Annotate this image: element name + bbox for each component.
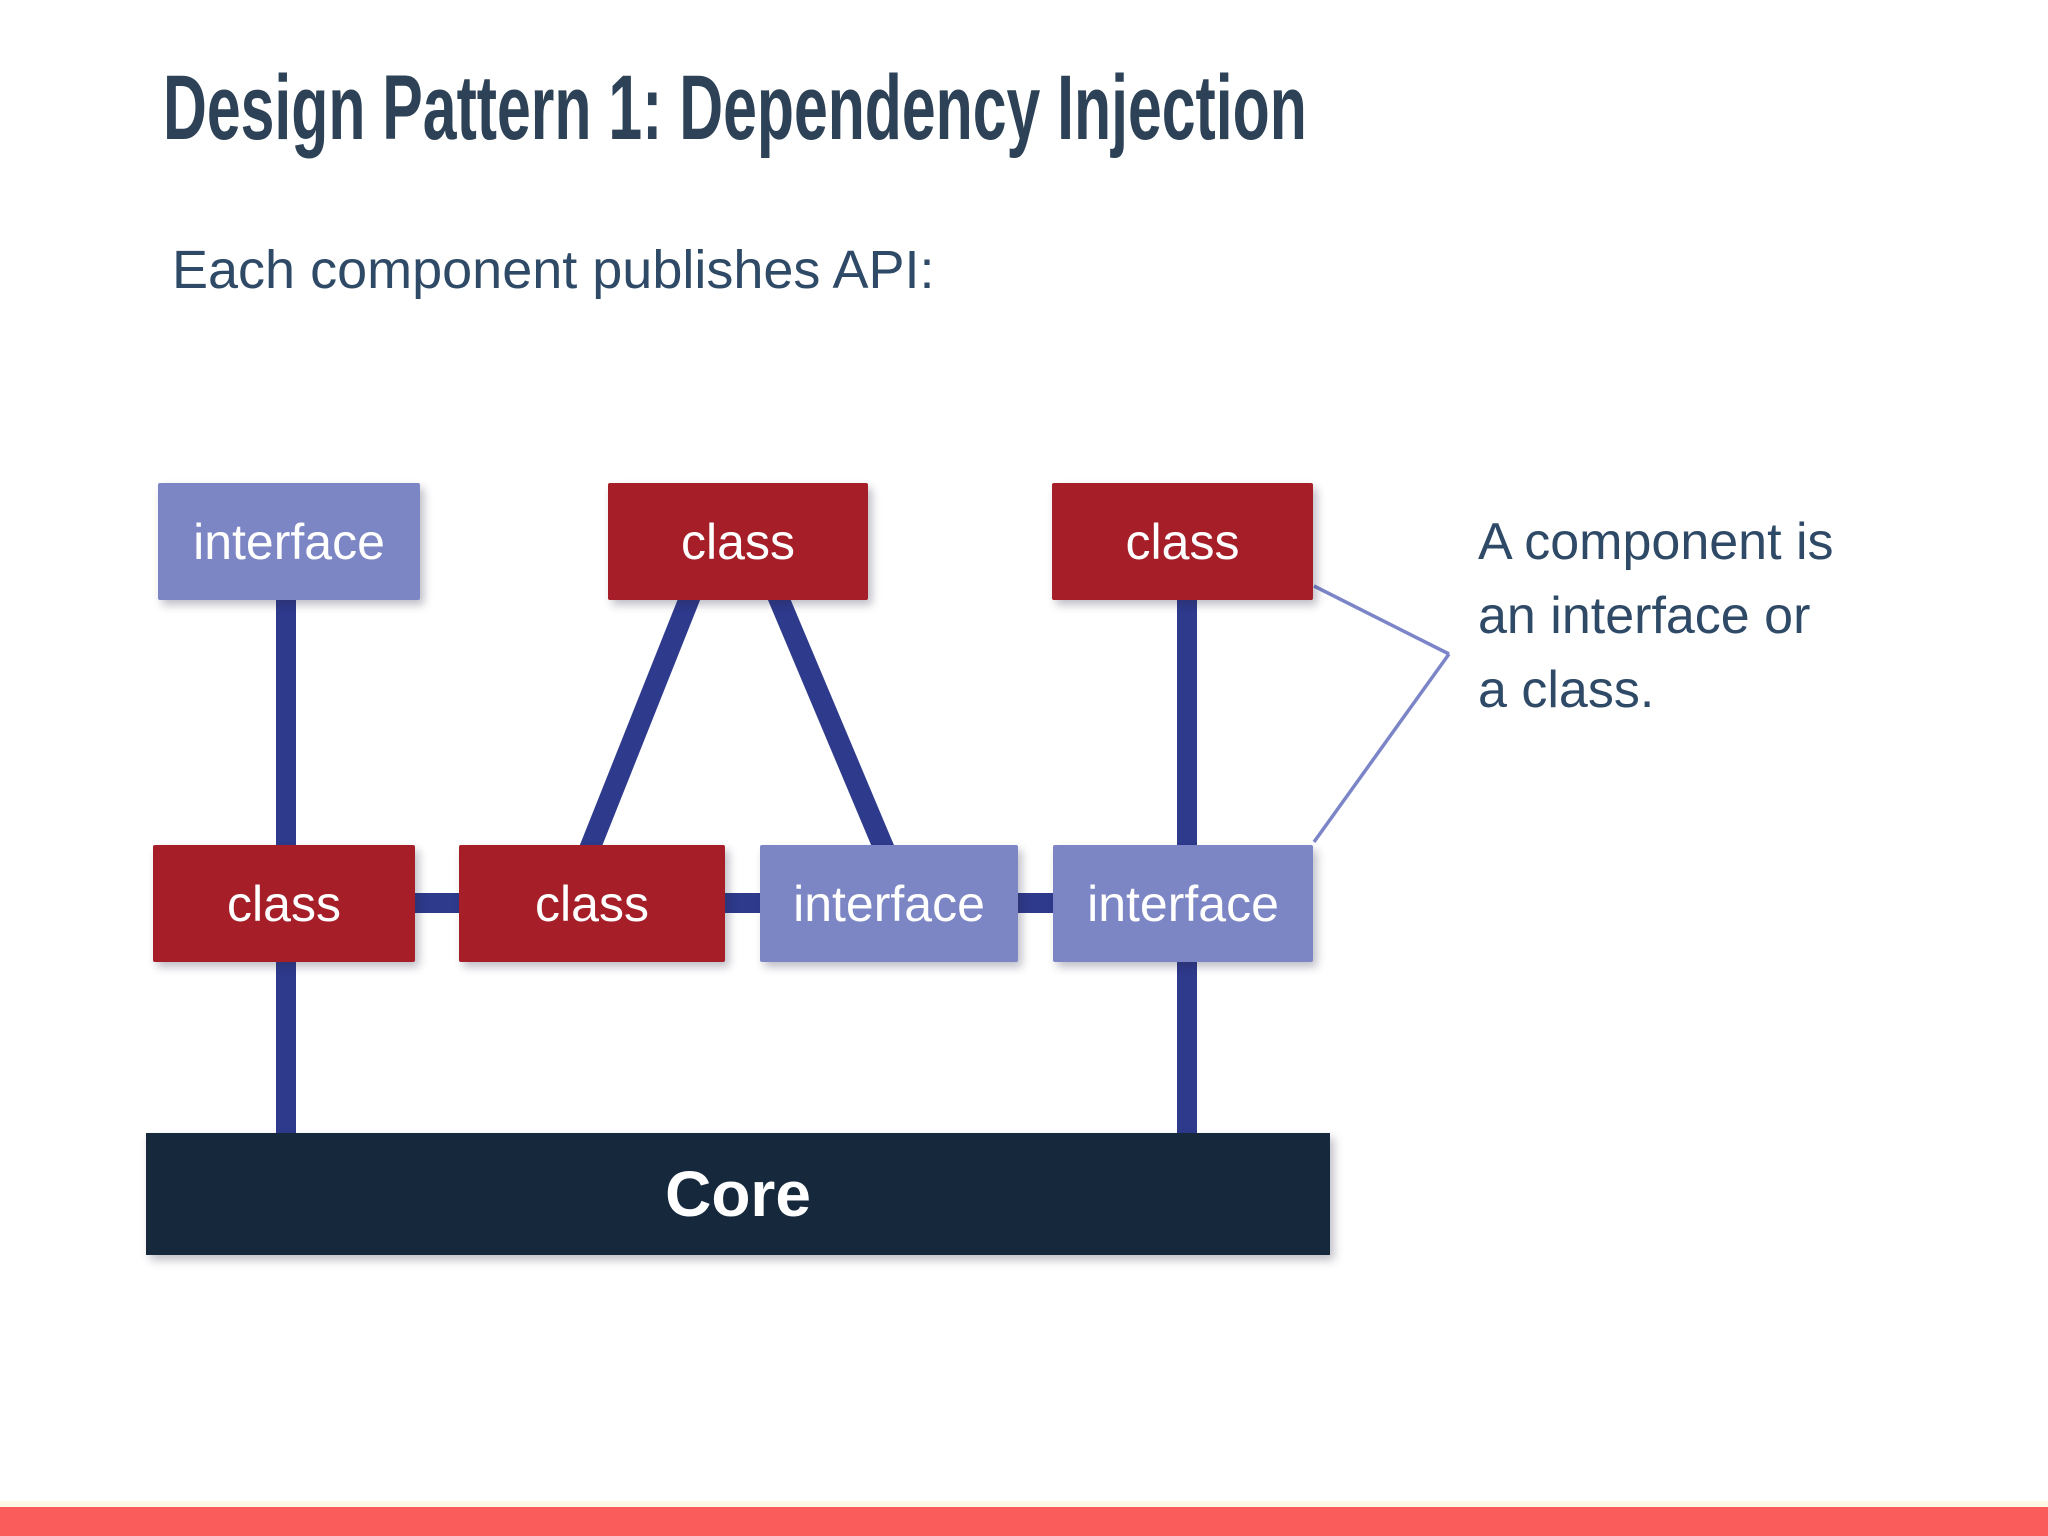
core-bar: Core: [146, 1133, 1330, 1255]
annotation-line-3: a class.: [1478, 661, 1655, 719]
node-class-mid-1: class: [153, 845, 415, 962]
slide-title: Design Pattern 1: Dependency Injection: [163, 57, 1307, 159]
connector-diagonal-right: [766, 587, 898, 863]
node-interface-top: interface: [158, 483, 420, 600]
bottom-stripe: [0, 1507, 2048, 1536]
annotation-text: A component is an interface or a class.: [1478, 505, 1834, 727]
callout-line-from-interface: [1312, 652, 1451, 844]
node-interface-mid-1: interface: [760, 845, 1018, 962]
cream-divider-line: [0, 1501, 2048, 1507]
annotation-line-1: A component is: [1478, 513, 1834, 571]
connector-diagonal-left: [576, 588, 702, 862]
slide-subtitle: Each component publishes API:: [172, 240, 935, 300]
node-class-top-right: class: [1052, 483, 1313, 600]
annotation-line-2: an interface or: [1478, 587, 1811, 645]
node-class-mid-2: class: [459, 845, 725, 962]
node-class-top-middle: class: [608, 483, 868, 600]
callout-line-from-class: [1313, 584, 1450, 656]
node-interface-mid-2: interface: [1053, 845, 1313, 962]
